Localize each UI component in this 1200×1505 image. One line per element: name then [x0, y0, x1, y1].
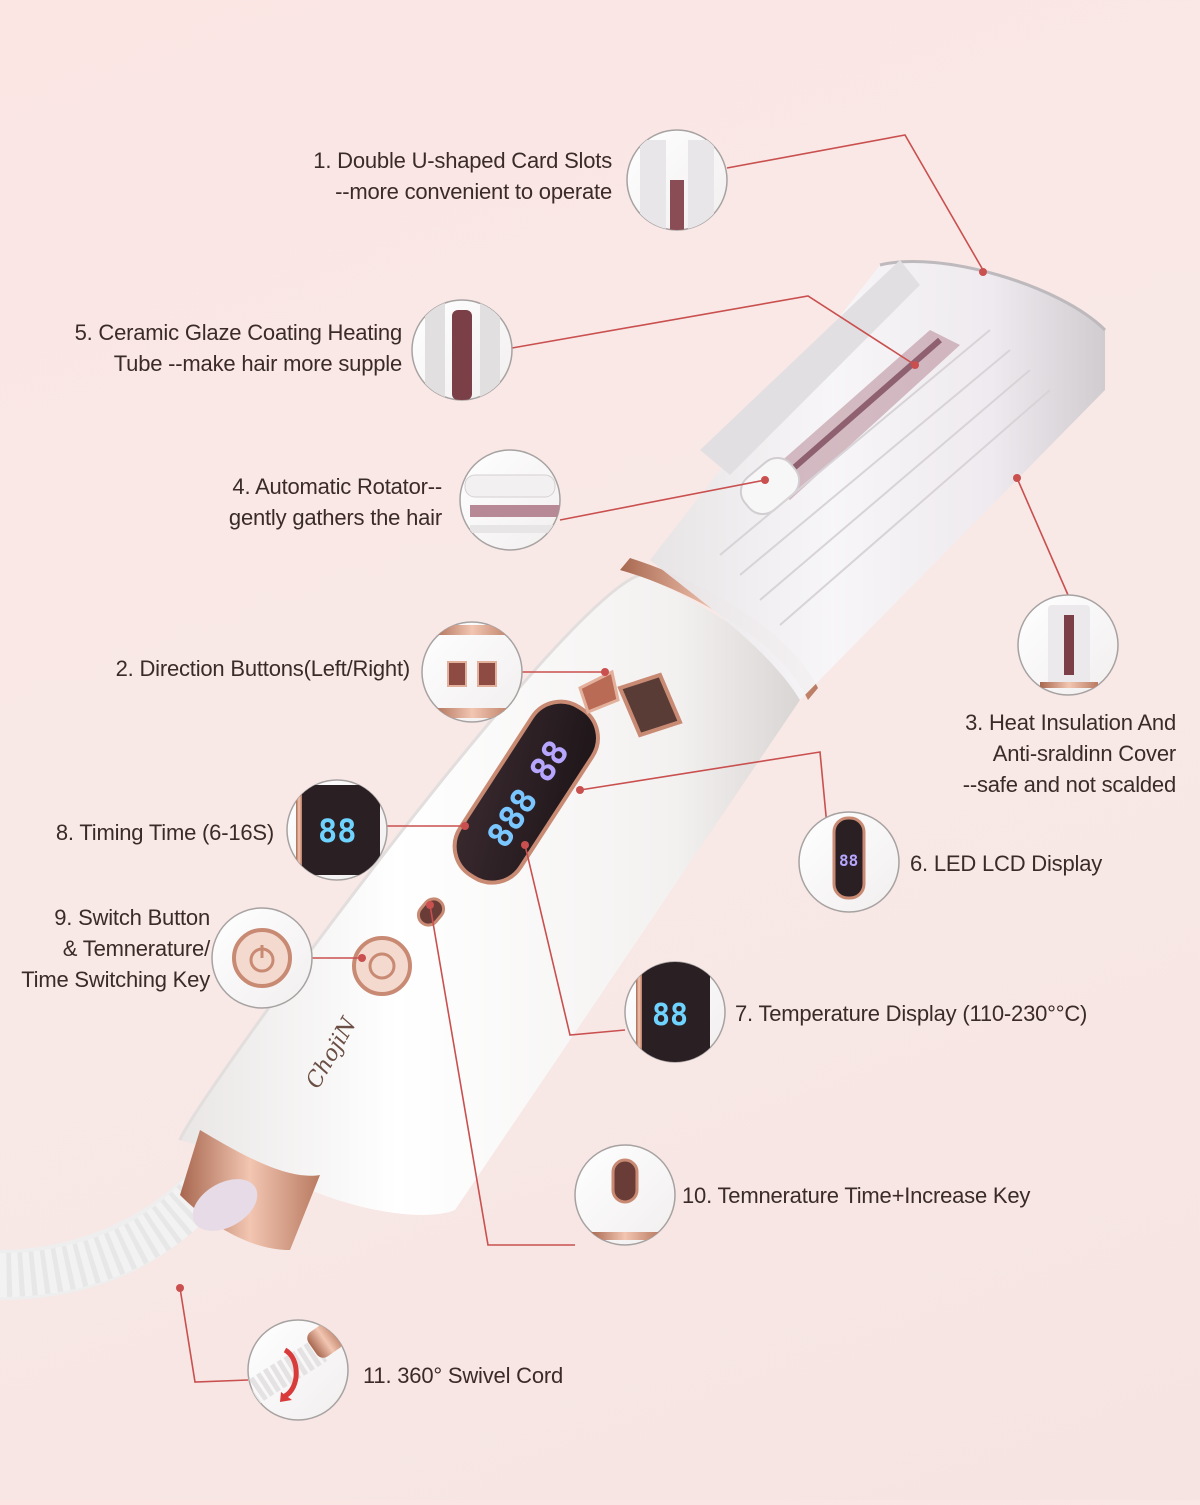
callout-label-temperature-display: 7. Temperature Display (110-230°°C) [735, 1001, 1088, 1026]
curler-barrel [650, 260, 1107, 700]
svg-text:88: 88 [839, 851, 858, 870]
callout-label-double-u-slots: 1. Double U-shaped Card Slots --more con… [313, 148, 612, 204]
callout-label-heat-insulation-cover: 3. Heat Insulation And Anti-sraldinn Cov… [962, 710, 1176, 797]
led-display-icon: 88 [798, 811, 900, 913]
callout-label-increase-key: 10. Temnerature Time+Increase Key [682, 1183, 1031, 1208]
callout-label-led-display: 6. LED LCD Display [910, 851, 1103, 876]
slots-icon [626, 129, 728, 231]
cover-icon [1017, 594, 1119, 696]
svg-text:88: 88 [318, 812, 357, 850]
swivel-cord-icon [247, 1319, 349, 1421]
heating-tube-icon [411, 299, 513, 401]
leader-dots [176, 268, 1021, 1292]
temperature-icon: 88 [624, 961, 726, 1063]
curler-handle: 888 88 ChojiN [178, 558, 818, 1250]
callout-label-ceramic-tube: 5. Ceramic Glaze Coating Heating Tube --… [74, 320, 403, 376]
timer-icon: 88 [286, 779, 388, 881]
increase-key-icon [574, 1144, 676, 1246]
callout-label-automatic-rotator: 4. Automatic Rotator-- gently gathers th… [228, 474, 442, 530]
power-icon [211, 907, 313, 1009]
rotator-icon [459, 449, 561, 551]
svg-text:88: 88 [652, 998, 688, 1033]
callout-label-swivel-cord: 11. 360° Swivel Cord [363, 1363, 564, 1388]
callout-label-timing-time: 8. Timing Time (6-16S) [55, 820, 274, 845]
detail-circles: 88 88 [211, 129, 1119, 1421]
direction-buttons-icon [421, 621, 523, 723]
callout-label-direction-buttons: 2. Direction Buttons(Left/Right) [115, 656, 411, 681]
callout-label-switch-button: 9. Switch Button & Temnerature/ Time Swi… [21, 905, 210, 992]
